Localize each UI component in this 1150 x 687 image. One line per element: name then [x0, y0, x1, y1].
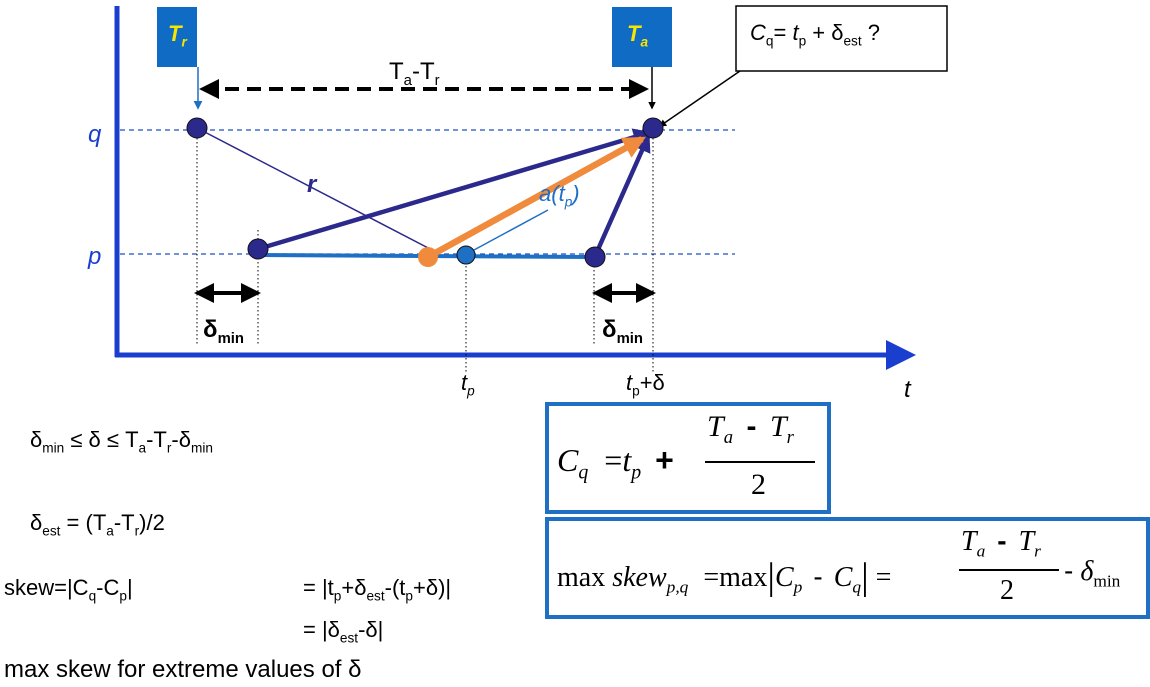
formula-skew-left: skew=|Cq-Cp| — [4, 575, 133, 604]
interval-label: Ta-Tr — [389, 58, 440, 89]
formula-extreme-note: max skew for extreme values of δ — [4, 656, 362, 683]
early-message-arrow — [257, 128, 652, 252]
point-p-right — [584, 246, 606, 268]
formula-delta-est: δest = (Ta-Tr)/2 — [30, 510, 165, 539]
point-q-ta — [642, 117, 664, 139]
r-label: r — [307, 171, 317, 198]
estimate-arrow — [426, 136, 646, 260]
callout-pointer — [658, 70, 741, 127]
axis-label-p: p — [88, 243, 102, 270]
max-skew-formula-box: max skewp,q =max|Cp - Cq| = Ta - Tr 2 - … — [545, 517, 1150, 619]
a-tp-label: a(tp) — [539, 181, 580, 210]
formula-skew-simplified: = |δest-δ| — [303, 617, 384, 646]
cq-formula-box: Cq =tp + Ta - Tr 2 — [545, 402, 831, 514]
tick-tp: tp — [461, 370, 475, 399]
tr-label: Tr — [168, 21, 187, 50]
max-skew-fraction-bar — [959, 569, 1059, 571]
point-p-left — [247, 238, 269, 260]
max-skew-fraction-num: Ta - Tr — [961, 525, 1041, 561]
question-callout — [735, 5, 948, 72]
delta-min-left-label: δmin — [203, 316, 245, 347]
point-q-tr — [186, 117, 208, 139]
cq-fraction-bar — [705, 461, 815, 463]
formula-delta-range: δmin ≤ δ ≤ Ta-Tr-δmin — [30, 427, 213, 456]
ta-box — [612, 7, 672, 67]
max-skew-tail: - δmin — [1064, 555, 1121, 591]
message-r-line — [196, 127, 435, 252]
formula-skew-right: = |tp+δest-(tp+δ)| — [303, 575, 452, 604]
cq-fraction-den: 2 — [751, 468, 766, 501]
max-skew-fraction-den: 2 — [1000, 575, 1014, 606]
axis-label-q: q — [88, 121, 102, 148]
delta-min-right-label: δmin — [602, 316, 644, 347]
axis-label-t: t — [904, 376, 911, 403]
late-message-arrow — [593, 133, 651, 255]
tick-tp-plus-delta: tp+δ — [626, 370, 665, 399]
question-text: Cq= tp + δest ? — [750, 20, 881, 49]
point-p-tp — [456, 245, 476, 265]
cq-lhs: Cq =tp + — [557, 442, 674, 484]
a-tp-pointer — [473, 209, 549, 251]
max-skew-lhs: max skewp,q =max|Cp - Cq| = — [557, 556, 892, 598]
ta-label: Ta — [627, 21, 649, 50]
point-orange — [418, 247, 438, 267]
tr-box — [157, 7, 197, 67]
cq-fraction-num: Ta - Tr — [707, 410, 794, 448]
